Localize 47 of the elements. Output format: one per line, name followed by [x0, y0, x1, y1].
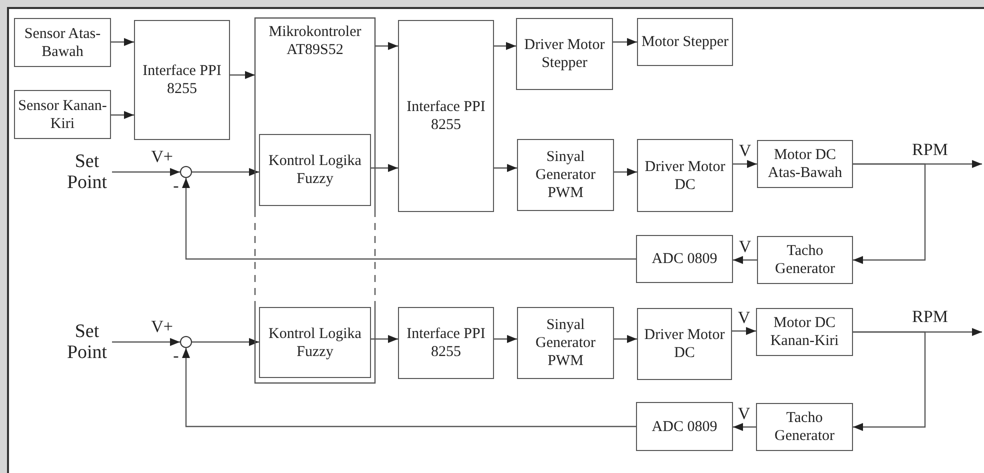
- box-title: Mikrokontroler AT89S52: [268, 23, 362, 59]
- process-box: Sinyal Generator PWM: [517, 307, 614, 379]
- arrow: [614, 335, 637, 343]
- arrow: [182, 178, 636, 260]
- arrow: [112, 338, 180, 346]
- arrow: [853, 331, 926, 431]
- arrow: [733, 423, 756, 431]
- arrow: [112, 168, 180, 176]
- process-box: Motor Stepper: [637, 18, 733, 66]
- process-box: Kontrol Logika Fuzzy: [259, 134, 371, 206]
- arrow: [111, 38, 134, 46]
- process-box: Tacho Generator: [757, 236, 853, 284]
- process-box: Driver Motor DC: [637, 139, 733, 212]
- process-box: Interface PPI 8255: [398, 20, 494, 212]
- process-box: Driver Motor DC: [637, 308, 732, 380]
- process-box: Motor DC Atas-Bawah: [757, 140, 853, 188]
- input-label: Set Point: [58, 150, 116, 194]
- arrow: [371, 335, 398, 343]
- process-box: Kontrol Logika Fuzzy: [259, 307, 371, 378]
- arrow: [494, 42, 516, 50]
- process-box: Interface PPI 8255: [134, 20, 230, 140]
- arrow: [230, 71, 255, 79]
- arrow: [111, 111, 134, 119]
- arrow: [733, 256, 757, 264]
- arrow: [853, 163, 926, 264]
- arrow: [613, 38, 637, 46]
- arrow: [494, 335, 517, 343]
- arrow: [494, 164, 517, 172]
- process-box: ADC 0809: [636, 235, 733, 283]
- arrow: [375, 42, 398, 50]
- process-box: Driver Motor Stepper: [516, 18, 613, 90]
- arrow: [732, 327, 756, 335]
- arrow: [371, 164, 398, 172]
- process-box: Tacho Generator: [756, 403, 853, 451]
- process-box: Interface PPI 8255: [398, 307, 494, 379]
- microcontroller-box: [255, 18, 375, 383]
- input-label: Set Point: [58, 320, 116, 364]
- arrow: [192, 338, 259, 346]
- arrow: [182, 348, 636, 428]
- process-box: Motor DC Kanan-Kiri: [756, 308, 853, 356]
- process-box: Sensor Atas-Bawah: [14, 18, 111, 67]
- arrow: [614, 168, 637, 176]
- arrow: [733, 160, 757, 168]
- process-box: Sinyal Generator PWM: [517, 139, 614, 211]
- arrow: [192, 168, 259, 176]
- process-box: Sensor Kanan-Kiri: [14, 90, 111, 139]
- process-box: ADC 0809: [636, 402, 733, 451]
